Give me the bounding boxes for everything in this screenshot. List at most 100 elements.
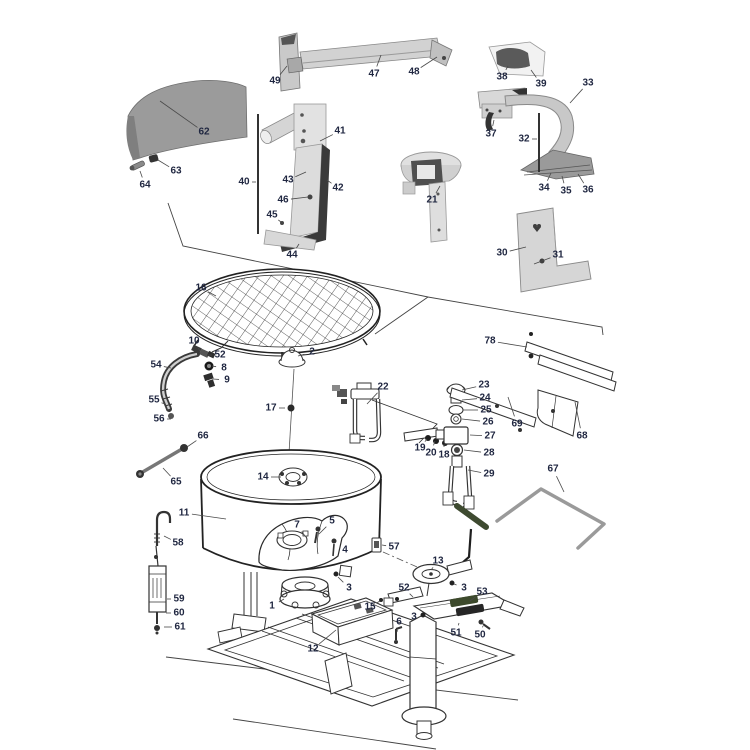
part-64-bolt [129, 160, 145, 171]
leader-line-39 [530, 69, 537, 78]
part-label-31: 31 [552, 250, 564, 261]
leader-line-3 [453, 583, 457, 586]
leader-line-63 [157, 159, 170, 168]
part-label-2: 2 [309, 347, 315, 358]
leader-line-33 [569, 88, 583, 104]
leader-line-24 [461, 398, 478, 401]
part-label-41: 41 [334, 126, 346, 137]
part-38-39-assembly [488, 41, 546, 77]
part-label-28: 28 [483, 448, 495, 459]
part-63-cap [148, 154, 159, 163]
part-label-51: 51 [450, 628, 462, 639]
leader-line-15 [376, 600, 381, 604]
part-label-61: 61 [174, 622, 186, 633]
lever-assembly [379, 580, 525, 644]
part-label-18: 18 [438, 450, 450, 461]
part-label-22: 22 [377, 382, 389, 393]
leader-line-68 [574, 401, 581, 429]
part-label-48: 48 [408, 67, 420, 78]
part-label-17: 17 [265, 403, 277, 414]
part-label-35: 35 [560, 186, 572, 197]
part-label-67: 67 [547, 464, 559, 475]
part-label-16: 16 [195, 283, 207, 294]
part-label-55: 55 [148, 395, 160, 406]
part-label-60: 60 [173, 608, 185, 619]
leader-line-44 [295, 243, 300, 249]
part-label-38: 38 [496, 72, 508, 83]
part-label-19: 19 [414, 443, 426, 454]
part-label-50: 50 [474, 630, 486, 641]
part-22-fork [332, 382, 438, 444]
part-label-12: 12 [307, 644, 319, 655]
leader-line-57 [381, 544, 387, 547]
part-label-9: 9 [224, 375, 230, 386]
part-3-bolt-upper [333, 564, 353, 578]
leader-line-23 [461, 386, 477, 391]
leader-line-37 [492, 119, 495, 127]
part-67-rod [495, 487, 606, 550]
part-label-3-2: 3 [461, 583, 467, 594]
leader-line-69 [507, 396, 515, 417]
support-leg [401, 614, 447, 740]
part-label-54: 54 [150, 360, 162, 371]
part-label-3: 3 [346, 583, 352, 594]
part-label-13: 13 [432, 556, 444, 567]
part-label-5: 5 [329, 516, 335, 527]
part-label-58: 58 [172, 538, 184, 549]
leader-line-58 [163, 535, 172, 540]
part-label-15: 15 [364, 602, 376, 613]
leader-line-12 [318, 629, 337, 645]
part-label-49: 49 [269, 76, 281, 87]
part-label-27: 27 [484, 431, 496, 442]
leader-line-66 [186, 440, 197, 448]
part-label-64: 64 [139, 180, 151, 191]
part-label-62: 62 [198, 127, 210, 138]
part-label-53: 53 [476, 587, 488, 598]
part-68-69-rails [449, 332, 617, 437]
leader-line-53 [469, 596, 476, 602]
part-label-47: 47 [368, 69, 380, 80]
part-label-52: 52 [214, 350, 226, 361]
part-label-66: 66 [197, 431, 209, 442]
leader-line-47 [376, 54, 382, 67]
part-1-hub [279, 576, 331, 609]
leader-line-64 [139, 170, 143, 178]
part-label-69: 69 [511, 419, 523, 430]
leader-line-21 [435, 185, 441, 194]
leader-line-52 [409, 593, 414, 598]
part-label-46: 46 [277, 195, 289, 206]
part-label-10: 10 [188, 336, 200, 347]
leader-line-31 [533, 257, 551, 265]
part-label-45: 45 [266, 210, 278, 221]
part-label-68: 68 [576, 431, 588, 442]
part-12-tray [310, 597, 394, 646]
leader-line-19 [424, 438, 428, 442]
leader-line-30 [509, 246, 527, 252]
leader-line-20 [433, 440, 436, 446]
part-label-42: 42 [332, 183, 344, 194]
part-label-21: 21 [426, 195, 438, 206]
leader-line-2 [297, 353, 305, 357]
leader-line-54 [163, 366, 172, 369]
leader-line-51 [457, 622, 460, 626]
part-label-40: 40 [238, 177, 250, 188]
part-2-knob [278, 347, 306, 368]
leader-line-13 [430, 567, 434, 571]
leader-line-27 [469, 434, 483, 436]
leader-line-16 [207, 291, 217, 297]
part-30-31-bracket [516, 207, 592, 293]
leader-line-26 [461, 418, 481, 422]
leader-line-5 [318, 526, 327, 535]
leader-line-42 [326, 179, 332, 184]
leader-line-45 [278, 219, 282, 223]
part-label-59: 59 [173, 594, 185, 605]
part-label-37: 37 [485, 129, 497, 140]
part-label-14: 14 [257, 472, 269, 483]
leader-line-62 [159, 100, 198, 128]
part-label-20: 20 [425, 448, 437, 459]
leader-line-10 [197, 347, 201, 352]
part-label-1: 1 [269, 601, 275, 612]
part-65-66-bolt [136, 444, 188, 478]
